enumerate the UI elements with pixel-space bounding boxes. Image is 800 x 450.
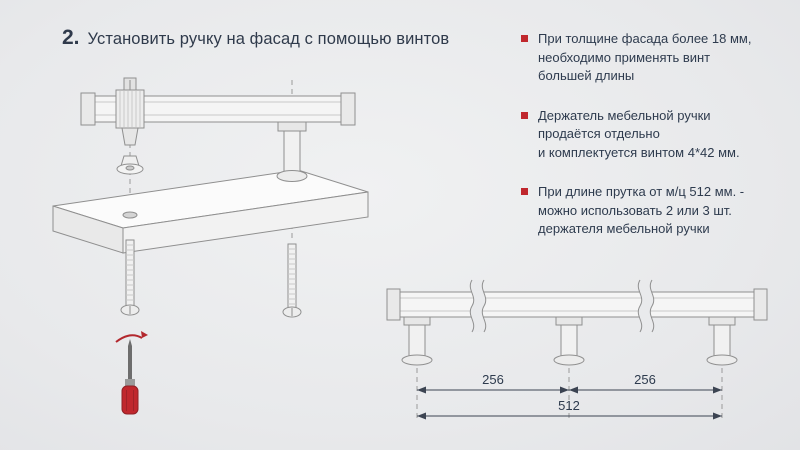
mounting-screw xyxy=(282,243,302,318)
post-flange xyxy=(401,354,433,366)
title-text: Установить ручку на фасад с помощью винт… xyxy=(87,30,450,48)
note-text: Держатель мебельной ручки продаётся отде… xyxy=(538,107,740,163)
dimension-line-256-left: 256 xyxy=(417,372,569,394)
note-item: При толщине фасада более 18 мм, необходи… xyxy=(521,30,789,86)
rod-break-mark xyxy=(469,279,487,333)
step-number: 2. xyxy=(62,26,80,49)
facade-board xyxy=(52,169,369,254)
page-title: 2. Установить ручку на фасад с помощью в… xyxy=(62,26,449,50)
dimension-line-256-right: 256 xyxy=(569,372,722,394)
dim-label-512: 512 xyxy=(558,398,580,413)
note-item: Держатель мебельной ручки продаётся отде… xyxy=(521,107,789,163)
note-item: При длине прутка от м/ц 512 мм. - можно … xyxy=(521,183,789,239)
bullet-square-icon xyxy=(521,111,528,119)
rotation-arrow-icon xyxy=(115,334,143,343)
handle-rod xyxy=(386,288,768,321)
note-text: При длине прутка от м/ц 512 мм. - можно … xyxy=(538,183,744,239)
handle-holder-clamp xyxy=(115,77,145,175)
bullet-square-icon xyxy=(521,188,528,195)
dim-label-256-left: 256 xyxy=(482,372,504,387)
rod-holder xyxy=(401,316,433,366)
bullet-square-icon xyxy=(521,35,528,42)
mounting-hole xyxy=(122,211,138,219)
handle-end-cap xyxy=(80,92,96,126)
note-line: необходимо применять винт xyxy=(538,49,711,65)
note-line: При толщине фасада более 18 мм, xyxy=(538,31,752,46)
note-line: можно использовать 2 или 3 шт. xyxy=(538,202,732,218)
rod-end-cap xyxy=(753,288,768,321)
note-line: и комплектуется винтом 4*42 мм. xyxy=(538,144,740,160)
note-line: продаётся отдельно xyxy=(538,126,660,141)
installation-diagram xyxy=(52,77,369,415)
screwdriver-icon xyxy=(115,331,148,415)
handle-end-cap xyxy=(340,92,356,126)
post-flange xyxy=(706,354,738,366)
handle-post xyxy=(276,121,308,182)
dimension-diagram: 256 256 512 xyxy=(386,279,768,422)
dimension-line-512: 512 xyxy=(417,398,722,420)
note-line: большей длины xyxy=(538,68,635,83)
post-flange xyxy=(276,170,308,182)
holder-base-flange xyxy=(116,155,144,175)
rod-break-mark xyxy=(637,279,655,333)
note-line: Держатель мебельной ручки xyxy=(538,107,711,123)
dim-label-256-right: 256 xyxy=(634,372,656,387)
mounting-screw xyxy=(120,239,140,316)
clamp-neck xyxy=(121,127,139,146)
note-line: держателя мебельной ручки xyxy=(538,221,710,236)
note-line: При длине прутка от м/ц 512 мм. - xyxy=(538,184,745,199)
post-flange xyxy=(553,354,585,366)
rod-end-cap xyxy=(386,288,401,321)
rod-holder xyxy=(553,316,585,366)
rod-holder xyxy=(706,316,738,366)
notes-list: При толщине фасада более 18 мм, необходи… xyxy=(521,30,789,260)
note-text: При толщине фасада более 18 мм, необходи… xyxy=(538,30,751,86)
